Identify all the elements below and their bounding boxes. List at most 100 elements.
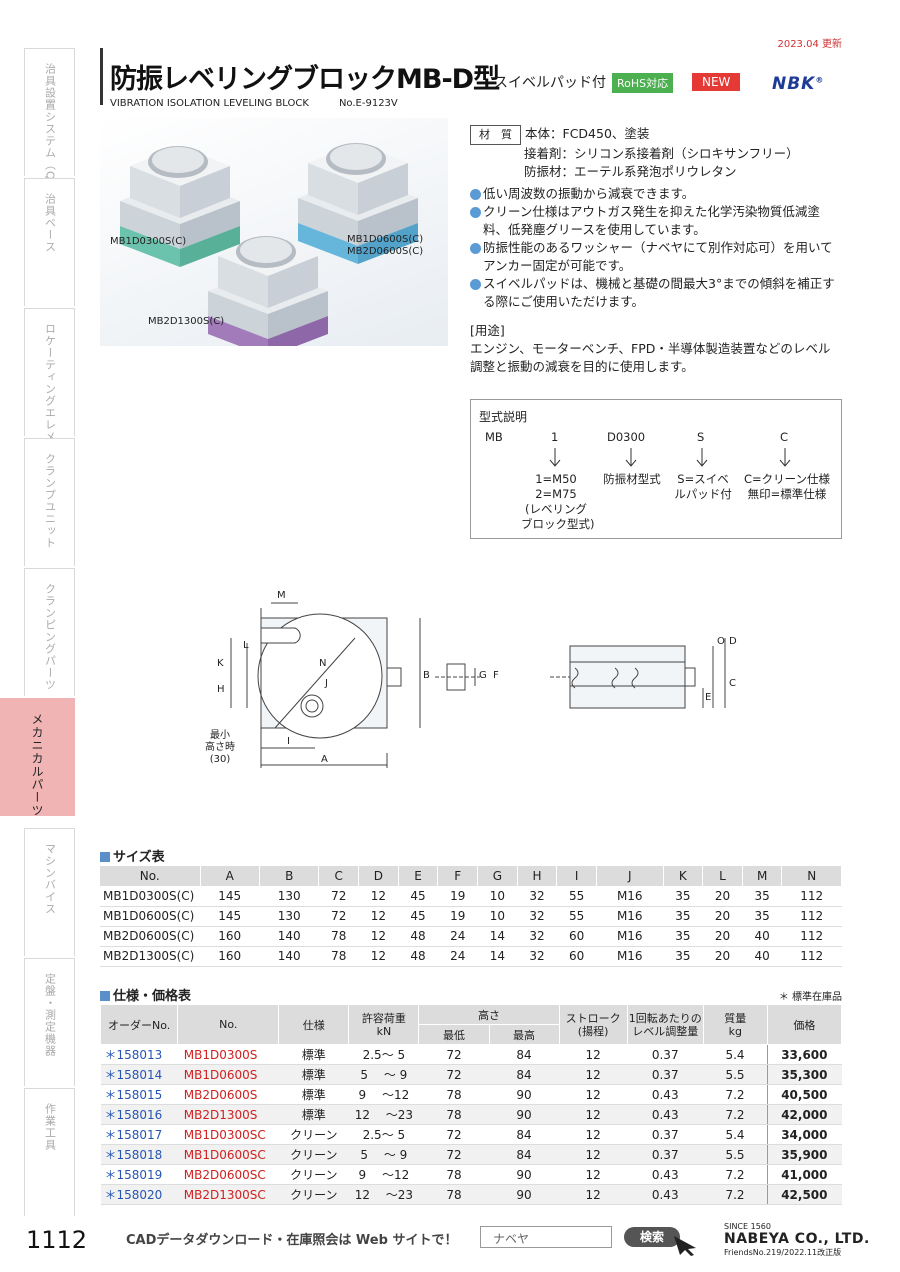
table-cell: クリーン bbox=[278, 1184, 349, 1205]
dim-label-o: O bbox=[717, 636, 725, 647]
table-cell: 12 bbox=[559, 1124, 628, 1145]
table-cell: 7.2 bbox=[703, 1184, 768, 1205]
table-cell: 12 ～23 bbox=[348, 1184, 419, 1205]
table-cell[interactable]: MB1D0600SC bbox=[177, 1144, 279, 1165]
model-desc: C=クリーン仕様 無印=標準仕様 bbox=[743, 472, 831, 501]
table-cell: 90 bbox=[489, 1104, 560, 1125]
table-cell: 34,000 bbox=[766, 1124, 842, 1145]
table-cell[interactable]: MB1D0600S bbox=[177, 1064, 279, 1085]
model-explanation: 型式説明 MB 1 D0300 S C 1=M50 2=M75 (レベリング ブ… bbox=[470, 399, 842, 539]
photo-label: MB1D0600S(C) bbox=[347, 234, 424, 245]
table-cell: 5 ～ 9 bbox=[348, 1064, 419, 1085]
new-badge: NEW bbox=[692, 73, 741, 91]
table-cell[interactable]: ＊158017 bbox=[100, 1124, 178, 1145]
dim-label-g: G bbox=[479, 670, 487, 681]
table-cell[interactable]: ＊158014 bbox=[100, 1064, 178, 1085]
table-cell: 標準 bbox=[278, 1084, 349, 1105]
table-cell[interactable]: ＊158019 bbox=[100, 1164, 178, 1185]
block-teal bbox=[120, 146, 240, 267]
model-desc: S=スイベ ルパッド付 bbox=[674, 472, 732, 501]
table-cell: 7.2 bbox=[703, 1104, 768, 1125]
table-cell: 90 bbox=[489, 1184, 560, 1205]
side-tab-surface-plate[interactable]: 定盤・測定機器 bbox=[24, 958, 75, 1086]
table-cell: クリーン bbox=[278, 1144, 349, 1165]
dim-label-n: N bbox=[319, 658, 327, 669]
model-desc: 1=M50 2=M75 (レベリング ブロック型式) bbox=[521, 472, 595, 531]
dim-label-i: I bbox=[287, 736, 290, 747]
table-cell[interactable]: ＊158020 bbox=[100, 1184, 178, 1205]
page-title: 防振レベリングブロックMB-D型 bbox=[110, 64, 500, 95]
table-cell: 0.37 bbox=[627, 1144, 704, 1165]
table-cell: 標準 bbox=[278, 1104, 349, 1125]
dim-label-f: F bbox=[493, 670, 499, 681]
side-tab-clamping-parts[interactable]: クランピングパーツ bbox=[24, 568, 75, 696]
table-cell[interactable]: MB1D0300S bbox=[177, 1044, 279, 1065]
photo-label: MB2D1300S(C) bbox=[148, 316, 225, 327]
table-cell: 7.2 bbox=[703, 1084, 768, 1105]
block-blue bbox=[298, 143, 418, 264]
material-spec: 材 質本体：FCD450、塗装 接着剤：シリコン系接着剤（シロキサンフリー） 防… bbox=[470, 125, 799, 181]
side-tab-qlock[interactable]: 治具設置システム（Q-ロック） bbox=[24, 48, 75, 234]
table-cell[interactable]: MB2D1300SC bbox=[177, 1184, 279, 1205]
price-table: オーダーNo. No. 仕様 許容荷重 kN 高さ ストローク (揚程) 1回転… bbox=[99, 1004, 843, 1205]
table-cell: 84 bbox=[489, 1144, 560, 1165]
search-button[interactable]: 検索 bbox=[624, 1227, 680, 1247]
side-tab-locating[interactable]: ロケーティングエレメント bbox=[24, 308, 75, 467]
model-part: 1 bbox=[551, 430, 559, 444]
use-text: エンジン、モーターベンチ、FPD・半導体製造装置などのレベル調整と振動の減衰を目… bbox=[470, 341, 831, 374]
table-cell[interactable]: ＊158016 bbox=[100, 1104, 178, 1125]
side-tab-tools[interactable]: 作業工具 bbox=[24, 1088, 75, 1216]
cursor-arrow-icon bbox=[674, 1236, 696, 1256]
table-cell: 41,000 bbox=[766, 1164, 842, 1185]
cad-notice: CADデータダウンロード・在庫照会は Web サイトで！ bbox=[126, 1233, 458, 1248]
list-item: 防振性能のあるワッシャー（ナベヤにて別作対応可）を用いてアンカー固定が可能です。 bbox=[470, 239, 842, 275]
dim-label-b: B bbox=[423, 670, 430, 681]
table-cell[interactable]: ＊158018 bbox=[100, 1144, 178, 1165]
model-part: S bbox=[697, 430, 705, 444]
table-cell: 90 bbox=[489, 1164, 560, 1185]
english-title: VIBRATION ISOLATION LEVELING BLOCK No.E-… bbox=[110, 98, 398, 109]
feature-list: 低い周波数の振動から減衰できます。 クリーン仕様はアウトガス発生を抑えた化学汚染… bbox=[470, 185, 842, 311]
rohs-badge: RoHS対応 bbox=[612, 73, 674, 93]
table-cell: クリーン bbox=[278, 1124, 349, 1145]
side-tab-clamp-unit[interactable]: クランプユニット bbox=[24, 438, 75, 566]
table-cell[interactable]: ＊158013 bbox=[100, 1044, 178, 1065]
table-cell: 5.5 bbox=[703, 1064, 768, 1085]
table-cell: 0.37 bbox=[627, 1064, 704, 1085]
table-cell[interactable]: MB2D0600S bbox=[177, 1084, 279, 1105]
model-desc: 防振材型式 bbox=[603, 472, 661, 486]
table-cell: 標準 bbox=[278, 1064, 349, 1085]
table-cell: 33,600 bbox=[766, 1044, 842, 1065]
table-cell[interactable]: MB2D1300S bbox=[177, 1104, 279, 1125]
material-key: 材 質 bbox=[470, 125, 521, 145]
side-tab-machine-vise[interactable]: マシンバイス bbox=[24, 828, 75, 956]
model-part: D0300 bbox=[607, 430, 646, 444]
table-cell: 84 bbox=[489, 1124, 560, 1145]
side-tab-jig-base[interactable]: 治具ベース bbox=[24, 178, 75, 306]
model-part: MB bbox=[485, 430, 503, 444]
table-cell[interactable]: ＊158015 bbox=[100, 1084, 178, 1105]
table-cell[interactable]: MB1D0300SC bbox=[177, 1124, 279, 1145]
side-tab-mechanical-parts[interactable]: メカニカルパーツ bbox=[0, 698, 75, 817]
search-input[interactable]: ナベヤ bbox=[480, 1226, 612, 1248]
table-cell: 40,500 bbox=[766, 1084, 842, 1105]
table-cell: 12 bbox=[559, 1164, 628, 1185]
dim-label-a: A bbox=[321, 754, 328, 765]
model-heading: 型式説明 bbox=[479, 410, 528, 424]
table-cell: 5 ～ 9 bbox=[348, 1144, 419, 1165]
table-cell: 0.43 bbox=[627, 1184, 704, 1205]
arrow-down-icon bbox=[549, 448, 561, 467]
use-heading: [用途] bbox=[470, 323, 505, 338]
table-cell: クリーン bbox=[278, 1164, 349, 1185]
table-cell: 72 bbox=[418, 1144, 489, 1165]
arrow-down-icon bbox=[779, 448, 791, 467]
table-cell[interactable]: MB2D0600SC bbox=[177, 1164, 279, 1185]
